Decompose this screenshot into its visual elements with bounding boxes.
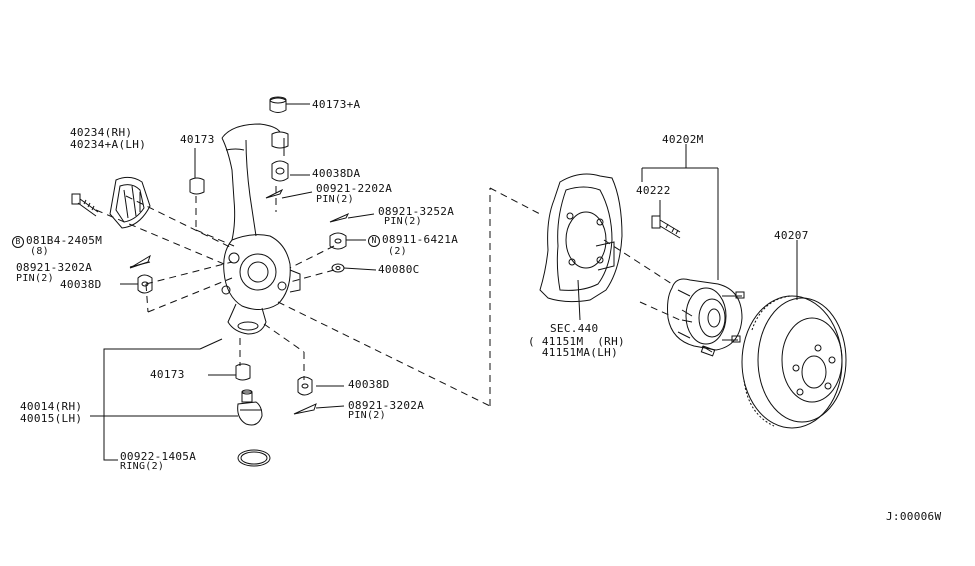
label-08911-qty: (2) [388,246,407,257]
steering-knuckle [222,124,300,334]
ring-00922 [238,450,270,466]
label-08921-3202a-lower: 08921-3202A [348,399,425,412]
label-40173-lower: 40173 [150,368,185,381]
nut-40038da [272,161,288,181]
label-40038d: 40038D [60,278,102,291]
label-00921-pin: PIN(2) [316,194,354,205]
label-08921-3202a-lower-pin: PIN(2) [348,410,386,421]
nut-40173a [270,97,286,113]
label-08921-3252a: 08921-3252A [378,205,455,218]
nut-40038d [138,275,152,293]
label-40173a: 40173+A [312,98,361,111]
pin-08921-3202a [130,256,150,268]
bolt-081b4 [72,194,98,216]
label-40038d-lower: 40038D [348,378,390,391]
label-40202m: 40202M [662,133,704,146]
label-40222: 40222 [636,184,671,197]
label-08921-3202a: 08921-3202A [16,261,93,274]
nut-40173-lower [236,364,250,380]
bolt-40222 [652,216,680,238]
pin-08921-3202a-lower [294,404,316,414]
label-40234: 40234(RH) [70,126,133,139]
label-40015: 40015(LH) [20,412,83,425]
label-08921-3252a-pin: PIN(2) [384,216,422,227]
label-08921-3202a-pin: PIN(2) [16,273,54,284]
label-081b4-text: 081B4-2405M [26,234,103,247]
dust-cover-40234 [110,177,150,228]
label-40207: 40207 [774,229,809,242]
label-00921-2202a: 00921-2202A [316,182,393,195]
label-41151ma: 41151MA(LH) [528,346,618,359]
label-40173: 40173 [180,133,215,146]
hub-assembly-40202m [668,279,745,356]
ball-joint-40014 [238,390,262,425]
diagram-code: J:00006W [886,510,942,523]
label-40080c: 40080C [378,263,420,276]
label-40014: 40014(RH) [20,400,83,413]
nut-40173 [190,178,204,194]
label-00922-ring: RING(2) [120,461,165,472]
dust-shield-41151m [540,174,622,302]
symbol-b: B [12,236,24,248]
nut-40038d-lower [298,377,312,395]
symbol-n: N [368,235,380,247]
pin-08921-3252a [330,214,348,222]
pin-00921 [266,190,282,198]
label-08911-text: 08911-6421A [382,233,459,246]
label-sec440: SEC.440 [550,322,599,335]
label-40234a: 40234+A(LH) [70,138,147,151]
dashed-lines [96,186,680,406]
label-081b4-qty: (8) [30,246,49,257]
nut-08911 [330,233,346,249]
label-41151m: ( 41151M (RH) [528,335,625,348]
upper-ball-nut [272,132,288,148]
leader-lines [90,104,797,460]
label-40038da: 40038DA [312,167,361,180]
brake-rotor-40207 [742,296,846,428]
label-00922-1405a: 00922-1405A [120,450,197,463]
washer-40080c [332,264,344,272]
